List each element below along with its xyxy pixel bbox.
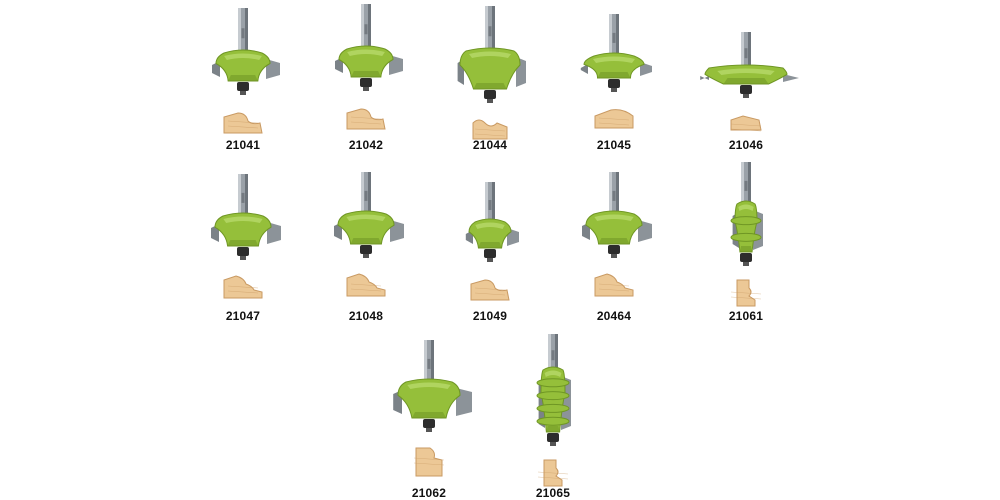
router-bit-icon: [580, 14, 652, 129]
wood-profile-sample: [730, 115, 762, 132]
router-bit-icon: [536, 334, 571, 487]
bearing: [484, 249, 496, 258]
bit-model-number: 21047: [225, 309, 261, 323]
bit-card-21046: 21046: [691, 0, 801, 500]
wood-profile-sample: [594, 109, 634, 129]
cutter-body: [397, 378, 461, 419]
bit-model-number: 21061: [728, 309, 764, 323]
bit-model-number: 21065: [535, 486, 571, 500]
router-bit-icon: [582, 172, 652, 297]
router-bit-icon: [334, 172, 404, 297]
bit-model-number: 21062: [411, 486, 447, 500]
wood-profile-sample: [472, 119, 508, 140]
bit-card-21042: 21042: [311, 0, 421, 500]
bearing: [360, 245, 372, 254]
wood-profile-sample: [223, 275, 263, 299]
bit-model-number: 21048: [348, 309, 384, 323]
bearing: [740, 85, 752, 94]
router-bit-icon: [335, 4, 403, 130]
cutter-body: [459, 47, 521, 90]
bearing: [608, 79, 620, 88]
bearing: [608, 245, 620, 254]
router-bit-icon: [465, 182, 519, 301]
wood-profile-sample: [346, 108, 386, 130]
bit-card-21049: 21049: [435, 0, 545, 500]
bearing: [360, 78, 372, 87]
router-bit-icon: [212, 8, 280, 134]
bit-card-21045: 21045: [559, 0, 669, 500]
bit-card-21062: 21062: [374, 0, 484, 500]
bit-model-number: 20464: [596, 309, 632, 323]
bit-card-21048: 21048: [311, 0, 421, 500]
bit-model-number: 21044: [472, 138, 508, 152]
bearing: [237, 247, 249, 256]
wood-profile-sample: [730, 279, 762, 307]
bit-model-number: 21046: [728, 138, 764, 152]
wood-profile-sample: [594, 273, 634, 297]
router-bit-icon: [211, 174, 281, 299]
wood-profile-sample: [537, 459, 569, 487]
bearing: [423, 419, 435, 428]
bearing: [740, 253, 752, 262]
wood-profile-sample: [346, 273, 386, 297]
bit-card-20464: 20464: [559, 0, 669, 500]
bit-card-21061: 21061: [691, 0, 801, 500]
bit-card-21047: 21047: [188, 0, 298, 500]
bearing: [237, 82, 249, 91]
router-bit-icon: [730, 162, 763, 307]
bearing: [484, 90, 496, 99]
bit-model-number: 21042: [348, 138, 384, 152]
router-bit-icon: [457, 6, 526, 140]
wood-profile-sample: [223, 112, 263, 134]
bit-model-number: 21049: [472, 309, 508, 323]
bit-card-21041: 21041: [188, 0, 298, 500]
bit-model-number: 21041: [225, 138, 261, 152]
bit-card-21065: 21065: [498, 0, 608, 500]
bit-model-number: 21045: [596, 138, 632, 152]
bit-card-21044: 21044: [435, 0, 545, 500]
router-bit-icon: [393, 340, 472, 477]
router-bit-icon: [700, 32, 799, 132]
wood-profile-sample: [413, 447, 445, 477]
bearing: [547, 433, 559, 442]
wood-profile-sample: [470, 279, 510, 301]
